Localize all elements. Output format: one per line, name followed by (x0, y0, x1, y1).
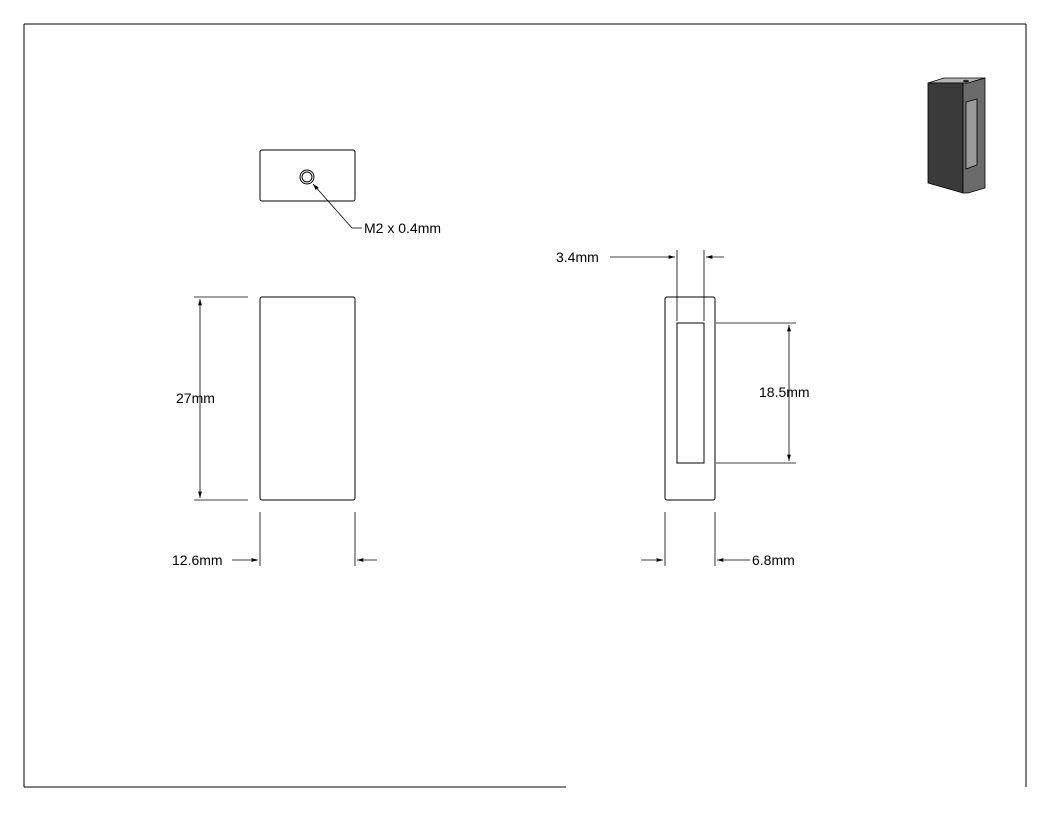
width-dimension-label: 12.6mm (172, 552, 223, 568)
side-view: 3.4mm 18.5mm 6.8mm (556, 249, 810, 568)
depth-dimension-label: 6.8mm (752, 552, 795, 568)
side-view-slot (676, 322, 705, 464)
front-view-outline (259, 296, 356, 501)
wall-dimension-label: 3.4mm (556, 249, 599, 265)
threaded-hole-inner (301, 171, 313, 183)
slot-dimension-label: 18.5mm (759, 384, 810, 400)
top-view: M2 x 0.4mm (259, 149, 441, 236)
hole-leader-line (312, 183, 353, 229)
threaded-hole-outer (299, 169, 315, 185)
height-dimension-label: 27mm (176, 390, 215, 406)
isometric-view (927, 77, 986, 194)
hole-callout-label: M2 x 0.4mm (364, 220, 441, 236)
side-view-outline (664, 296, 716, 501)
sheet-border (23, 23, 1027, 788)
top-view-outline (259, 149, 356, 202)
front-view: 27mm 12.6mm (172, 296, 377, 568)
iso-left-face (927, 82, 964, 194)
iso-slot (965, 98, 978, 170)
iso-hole (963, 79, 969, 83)
